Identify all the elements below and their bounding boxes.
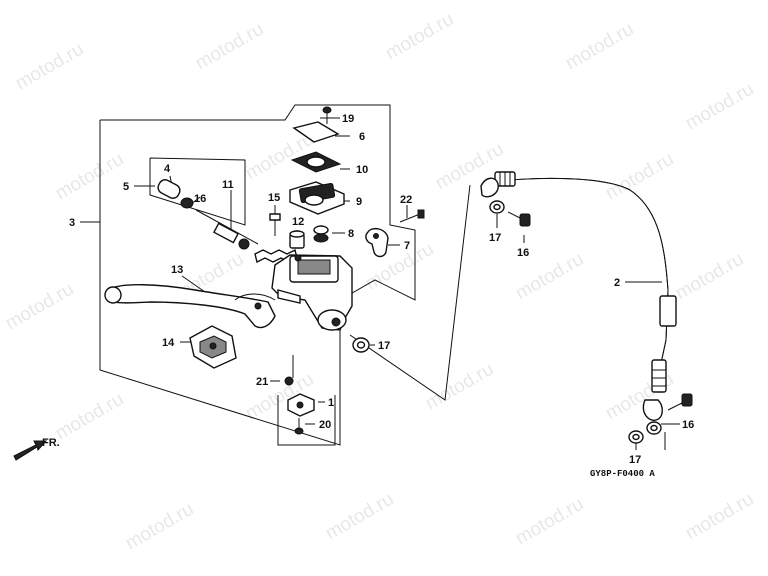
- watermark: motod.ru: [122, 499, 197, 555]
- watermark: motod.ru: [602, 149, 677, 205]
- front-direction-indicator: FR.: [13, 437, 60, 461]
- switch-parts: [284, 376, 315, 435]
- callout-label: 19: [342, 113, 354, 125]
- watermark: motod.ru: [422, 359, 497, 415]
- brake-hose: [480, 171, 677, 421]
- callout-label: 17: [378, 340, 390, 352]
- watermark: motod.ru: [512, 494, 587, 550]
- reservoir-parts: [289, 106, 345, 249]
- callout-label: 2: [614, 277, 620, 289]
- callout-label: 16: [194, 193, 206, 205]
- callout-label: 6: [359, 131, 365, 143]
- hose-fittings: [489, 200, 693, 444]
- callout-label: 8: [348, 228, 354, 240]
- callout-label: 20: [319, 419, 331, 431]
- watermark: motod.ru: [672, 249, 747, 305]
- watermark: motod.ru: [2, 279, 77, 335]
- callout-label: 10: [356, 164, 368, 176]
- watermark: motod.ru: [682, 79, 757, 135]
- callout-label: 14: [162, 337, 175, 349]
- watermark: motod.ru: [192, 19, 267, 75]
- callout-label: 11: [222, 179, 234, 191]
- callout-label: 22: [400, 194, 412, 206]
- handlebar-clamp: [365, 227, 389, 258]
- watermark: motod.ru: [52, 389, 127, 445]
- leader-lines: [80, 117, 680, 450]
- sealing-washer: [352, 337, 370, 353]
- callout-label: 13: [171, 264, 183, 276]
- bolt: [269, 213, 281, 236]
- callout-label: 9: [356, 196, 362, 208]
- watermark: motod.ru: [562, 19, 637, 75]
- brake-lever: [104, 284, 276, 329]
- brake-switch: [189, 325, 237, 369]
- watermark: motod.ru: [322, 489, 397, 545]
- callout-label: 17: [489, 232, 501, 244]
- watermark: motod.ru: [382, 9, 457, 65]
- front-direction-label: FR.: [42, 437, 60, 449]
- arrow-icon: [13, 440, 48, 461]
- callout-label: 7: [404, 240, 410, 252]
- callout-label: 12: [292, 216, 304, 228]
- watermark: motod.ru: [52, 149, 127, 205]
- callout-label: 16: [517, 247, 529, 259]
- callout-label: 1: [328, 397, 334, 409]
- callout-label: 17: [629, 454, 641, 466]
- callout-label: 4: [164, 163, 171, 175]
- callout-labels: 3 5 4 16 11 19 6 10 9 8 12 15 22 7 13 14…: [69, 113, 694, 466]
- callout-label: 15: [268, 192, 280, 204]
- master-cylinder-body: [271, 254, 353, 331]
- callout-label: 3: [69, 217, 75, 229]
- watermark: motod.ru: [682, 489, 757, 545]
- diagram-code: GY8P-F0400 A: [590, 469, 655, 479]
- callout-label: 21: [256, 376, 268, 388]
- clamp-bolt: [399, 209, 425, 223]
- watermark: motod.ru: [12, 39, 87, 95]
- callout-label: 16: [682, 419, 694, 431]
- callout-label: 5: [123, 181, 129, 193]
